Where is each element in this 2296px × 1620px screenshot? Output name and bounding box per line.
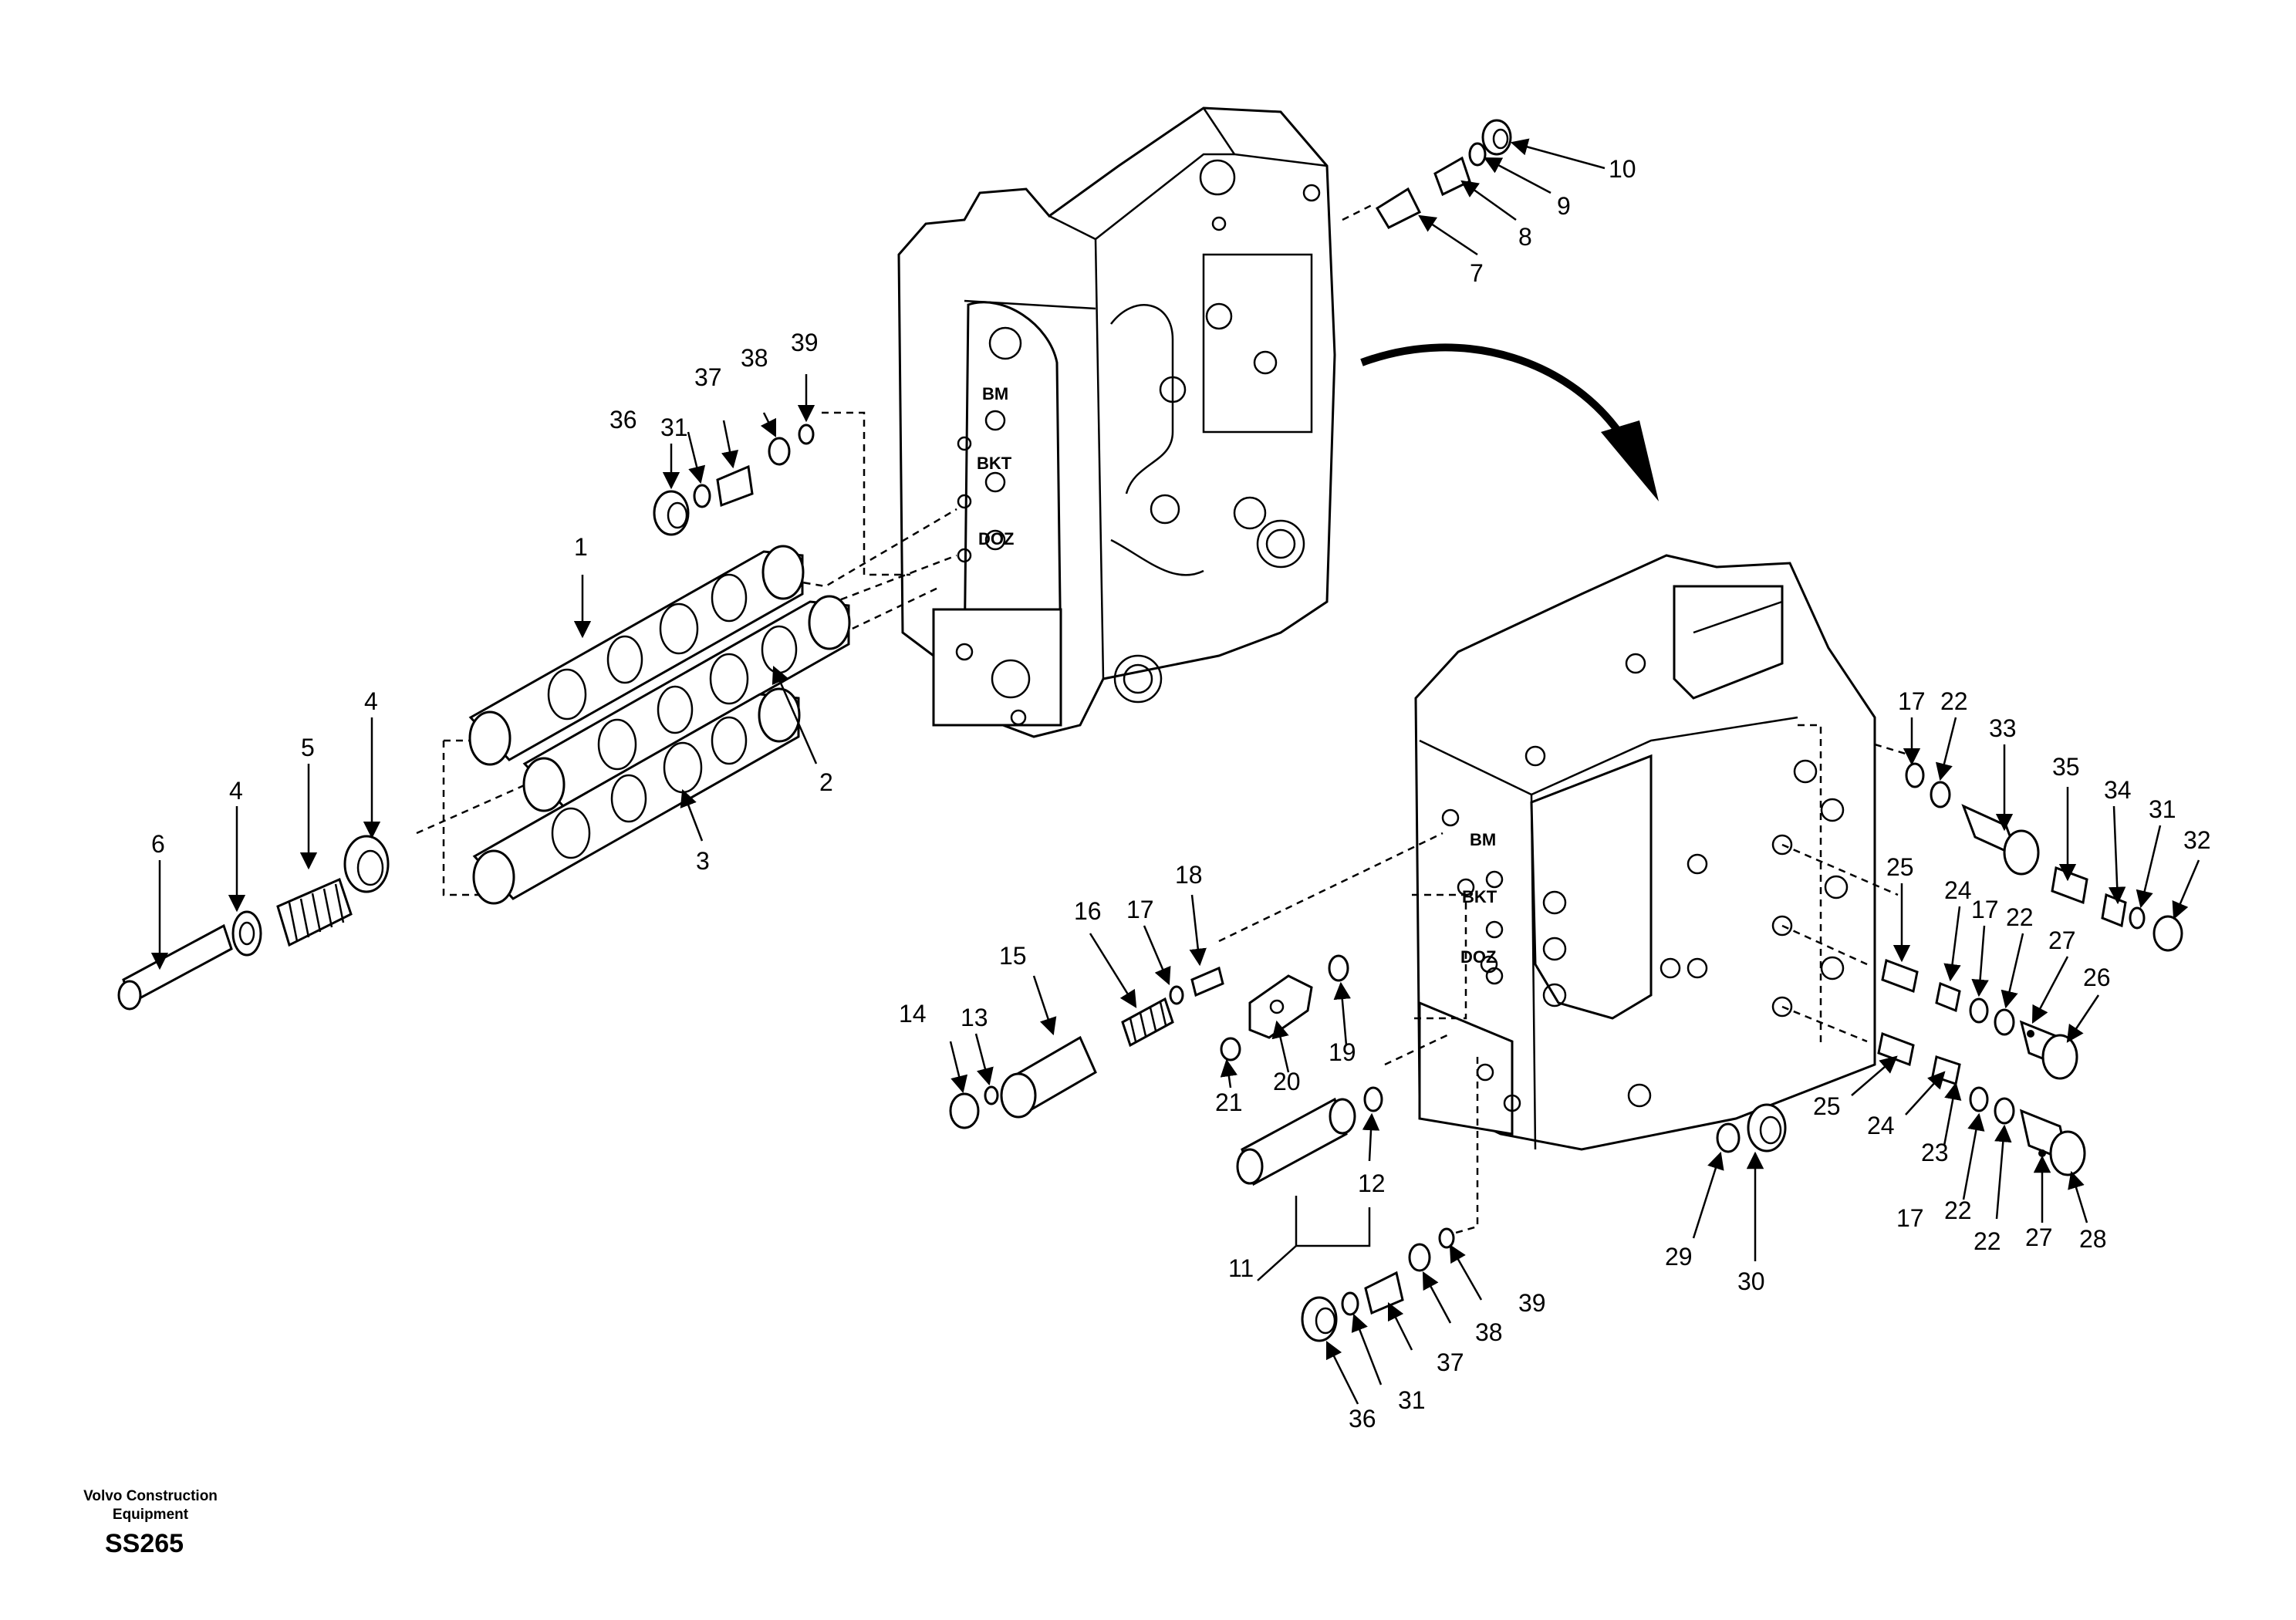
callout-17c: 17 (1971, 896, 1999, 923)
callout-16: 16 (1074, 897, 1102, 925)
callout-34: 34 (2104, 776, 2132, 804)
callout-labels: 1 2 3 4 4 5 6 7 8 9 10 11 12 13 14 15 16… (151, 155, 2211, 1433)
upper-valve-body: BM BKT DOZ (897, 106, 1336, 738)
callout-2: 2 (819, 768, 833, 796)
callout-12: 12 (1358, 1169, 1386, 1197)
callout-22b: 22 (1944, 1196, 1972, 1224)
spool-2 (522, 595, 851, 812)
callout-38a: 38 (741, 344, 768, 372)
callout-14: 14 (899, 1000, 927, 1028)
leader-lines (150, 138, 2200, 1405)
spool-1 (468, 545, 805, 766)
spool-end-parts (117, 835, 390, 1011)
drawing-code: SS265 (105, 1529, 184, 1558)
callout-19: 19 (1329, 1038, 1356, 1066)
spool-3 (472, 687, 801, 905)
callout-25b: 25 (1813, 1092, 1841, 1120)
callout-24a: 24 (1944, 876, 1972, 904)
callout-27a: 27 (2048, 926, 2076, 954)
callout-24b: 24 (1867, 1112, 1895, 1139)
callout-25a: 25 (1886, 853, 1914, 881)
callout-17a: 17 (1126, 896, 1154, 923)
callout-9: 9 (1557, 192, 1571, 220)
callout-37b: 37 (1437, 1348, 1464, 1376)
callout-17d: 17 (1896, 1204, 1924, 1232)
callout-5: 5 (301, 734, 315, 761)
upper-plug-parts (653, 424, 815, 536)
callout-8: 8 (1518, 223, 1532, 251)
callout-27b: 27 (2025, 1223, 2053, 1251)
callout-22d: 22 (1974, 1227, 2001, 1255)
callout-36a: 36 (609, 406, 637, 434)
callout-10: 10 (1609, 155, 1636, 183)
callout-17b: 17 (1898, 687, 1926, 715)
lower-left-parts (949, 954, 1383, 1186)
callout-13: 13 (961, 1004, 988, 1031)
callout-6: 6 (151, 830, 165, 858)
callout-35: 35 (2052, 753, 2080, 781)
lower-mark-bm: BM (1470, 830, 1496, 849)
callout-23: 23 (1921, 1139, 1949, 1166)
callout-22a: 22 (1940, 687, 1968, 715)
top-right-parts (1375, 119, 1512, 229)
callout-4a: 4 (364, 687, 378, 715)
callout-37a: 37 (694, 363, 722, 391)
callout-18: 18 (1175, 861, 1203, 889)
callout-11: 11 (1228, 1254, 1254, 1282)
lower-valve-body: BM BKT DOZ (1414, 554, 1876, 1151)
callout-38b: 38 (1475, 1318, 1503, 1346)
callout-31a: 31 (660, 413, 688, 441)
upper-mark-bm: BM (982, 384, 1008, 403)
callout-15: 15 (999, 942, 1027, 970)
callout-31c: 31 (1398, 1386, 1426, 1414)
callout-22c: 22 (2006, 903, 2034, 931)
upper-mark-doz: DOZ (978, 529, 1014, 548)
callout-30: 30 (1737, 1267, 1765, 1295)
callout-31b: 31 (2149, 795, 2176, 823)
upper-mark-bkt: BKT (977, 454, 1012, 473)
callout-33: 33 (1989, 714, 2017, 742)
callout-39b: 39 (1518, 1289, 1546, 1317)
callout-1: 1 (574, 533, 588, 561)
callout-7: 7 (1470, 259, 1484, 287)
rotation-arrow (1360, 343, 1628, 442)
callout-26: 26 (2083, 964, 2111, 991)
rotation-arrowhead (1601, 420, 1659, 501)
callout-3: 3 (696, 847, 710, 875)
callout-20: 20 (1273, 1068, 1301, 1095)
callout-28: 28 (2079, 1225, 2107, 1253)
callout-36b: 36 (1349, 1405, 1376, 1433)
callout-29: 29 (1665, 1243, 1693, 1271)
callout-32: 32 (2183, 826, 2211, 854)
callout-21: 21 (1215, 1088, 1243, 1116)
right-side-parts (1877, 762, 2183, 1176)
brand-name: Volvo Construction Equipment (83, 1488, 218, 1523)
callout-4b: 4 (229, 777, 243, 805)
lower-mark-bkt: BKT (1462, 887, 1497, 906)
callout-39a: 39 (791, 329, 819, 356)
